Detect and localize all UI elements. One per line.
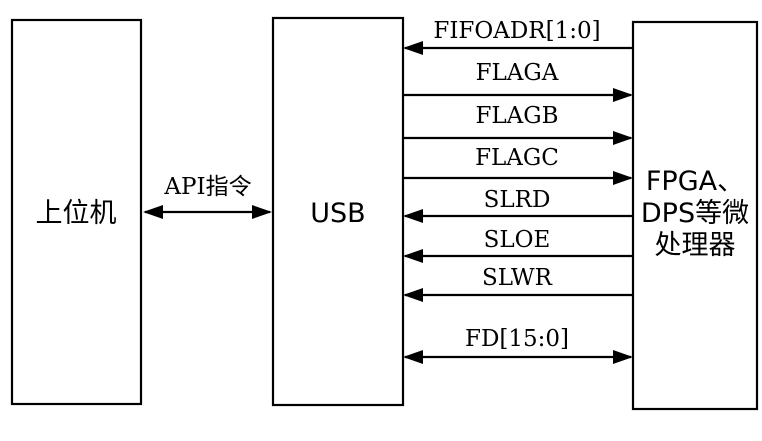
fpga-label-line3: 处理器 (655, 230, 736, 261)
fd-label: FD[15:0] (465, 326, 569, 352)
api-label: API指令 (163, 174, 251, 200)
host-label: 上位机 (36, 198, 117, 229)
slrd-label: SLRD (484, 187, 551, 213)
flagb-label: FLAGB (475, 103, 558, 129)
flaga-label: FLAGA (476, 60, 559, 86)
host-block (10, 18, 143, 406)
fpga-block (631, 20, 759, 411)
fpga-label-line2: DPS等微 (641, 198, 749, 229)
sloe-label: SLOE (484, 227, 551, 253)
usb-label: USB (310, 198, 365, 229)
fpga-label-line1: FPGA、 (646, 166, 744, 197)
usb-block (271, 16, 405, 407)
slwr-label: SLWR (482, 265, 553, 291)
flagc-label: FLAGC (475, 145, 559, 171)
fifoadr-label: FIFOADR[1:0] (433, 18, 600, 44)
